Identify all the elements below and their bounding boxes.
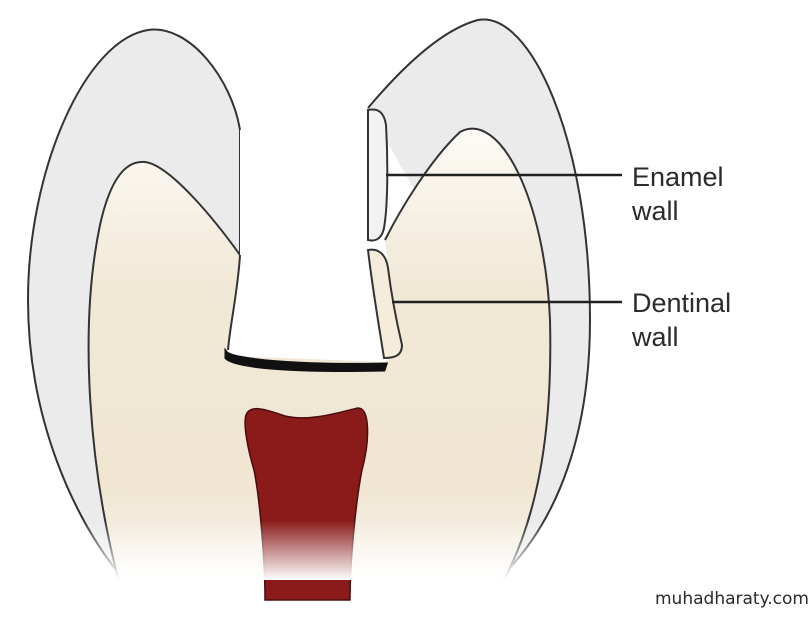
enamel-wall-segment xyxy=(367,108,389,242)
cavity-preparation xyxy=(231,108,384,360)
dentin-body xyxy=(88,128,551,578)
watermark: muhadharaty.com xyxy=(655,589,809,609)
left-enamel-outline xyxy=(26,28,241,576)
enamel-wall-label: Enamel wall xyxy=(632,160,724,228)
dentinal-wall-label: Dentinal wall xyxy=(632,286,731,354)
enamel-wall-label-line2: wall xyxy=(632,196,679,226)
enamel-wall-label-line1: Enamel xyxy=(632,162,724,192)
cavity-floor xyxy=(224,347,389,372)
left-dej-line xyxy=(87,160,241,579)
dentinal-wall-segment xyxy=(366,248,404,360)
dentinal-wall-label-line2: wall xyxy=(632,322,679,352)
left-cavity-wall xyxy=(227,254,241,351)
bottom-fade xyxy=(0,520,620,580)
dentinal-wall-label-line1: Dentinal xyxy=(632,288,732,318)
right-enamel-outline xyxy=(367,18,592,579)
right-dej-line xyxy=(384,127,552,579)
